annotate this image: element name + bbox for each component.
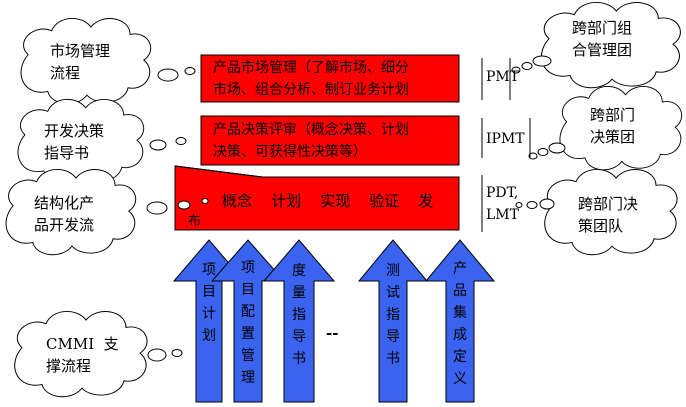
blue-arrows	[172, 239, 496, 403]
cloud-text-cross-ipmt: 跨部门 决策团	[590, 106, 636, 146]
arrow-metrics	[262, 239, 336, 403]
cloud-text-decision: 开发决策 指导书	[44, 122, 105, 162]
cloud-text-cmmi: CMMI 支 撑流程	[46, 335, 119, 375]
bubbles-right	[511, 55, 566, 210]
red-box-market-text: 产品市场管理（了解市场、细分 市场、组合分析、制订业务计划	[213, 60, 409, 98]
red-phases-text: 概念 计划 实现 验证 发	[222, 192, 434, 210]
arrow-integration	[424, 239, 496, 403]
team-label-boxes	[481, 58, 531, 232]
arrow-testing	[357, 239, 429, 403]
red-box-decision	[200, 115, 460, 166]
ellipsis: --	[326, 324, 339, 342]
arrow-text-config-mgmt: 项目配置管理	[241, 260, 255, 386]
arrow-text-metrics: 度量指导书	[292, 263, 306, 367]
cloud-text-cross-pmt: 跨部门组 合管理团	[572, 19, 633, 59]
team-label-pmt: PMT	[486, 69, 520, 85]
arrow-text-project-plan: 项目计划	[202, 262, 216, 344]
red-phases-tail: 布	[188, 214, 202, 229]
team-label-pdt-lmt: PDT, LMT	[486, 185, 519, 223]
team-label-ipmt: IPMT	[486, 131, 525, 147]
cloud-text-structured: 结构化产 品开发流	[34, 194, 95, 234]
arrow-text-testing: 测试指导书	[386, 263, 400, 367]
red-box-decision-text: 产品决策评审（概念决策、计划 决策、可获得性决策等）	[213, 122, 409, 160]
arrow-text-integration: 产品集成定义	[453, 261, 467, 387]
cloud-text-cross-team: 跨部门决 策团队	[578, 195, 639, 235]
bubbles-left	[146, 67, 211, 362]
cloud-text-market: 市场管理 流程	[50, 42, 111, 82]
red-box-market	[200, 54, 460, 103]
